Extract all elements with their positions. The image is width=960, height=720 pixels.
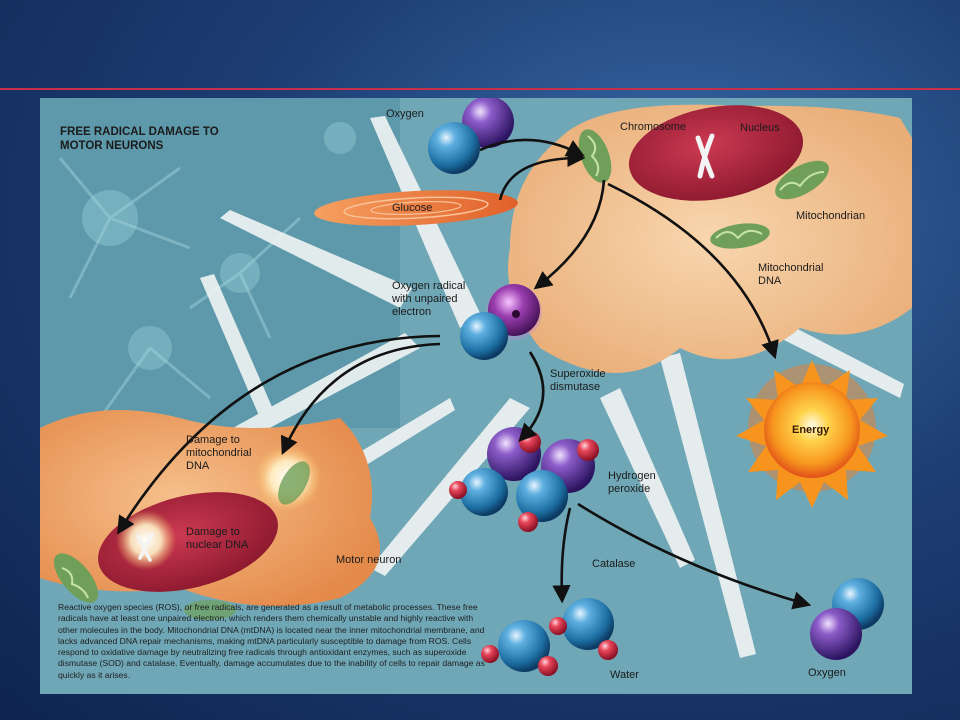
diagram-artwork [40,98,912,694]
label-oxygen-bottom: Oxygen [808,667,846,679]
label-mitochondrion: Mitochondrian [796,210,866,222]
diagram-caption: Reactive oxygen species (ROS), or free r… [58,602,485,680]
title-divider [0,88,960,90]
label-energy: Energy [792,424,830,436]
label-damage-mitochondrial-dna: Damage to mitochondrial DNA [186,434,252,472]
label-catalase: Catalase [592,558,636,570]
label-water: Water [610,669,639,681]
label-hydrogen-peroxide: Hydrogen peroxide [608,470,656,495]
label-chromosome: Chromosome [620,121,687,133]
diagram-title: FREE RADICAL DAMAGE TO MOTOR NEURONS [60,126,219,152]
label-oxygen-radical: Oxygen radical with unpaired electron [392,280,466,318]
label-motor-neuron: Motor neuron [336,554,402,566]
label-mitochondrial-dna: Mitochondrial DNA [758,262,824,287]
label-oxygen-top: Oxygen [386,108,424,120]
label-glucose: Glucose [392,202,433,214]
label-superoxide-dismutase: Superoxide dismutase [550,368,606,393]
label-nucleus: Nucleus [740,122,780,134]
label-damage-nuclear-dna: Damage to nuclear DNA [186,526,249,551]
free-radical-diagram: FREE RADICAL DAMAGE TO MOTOR NEURONS Oxy… [40,98,912,694]
